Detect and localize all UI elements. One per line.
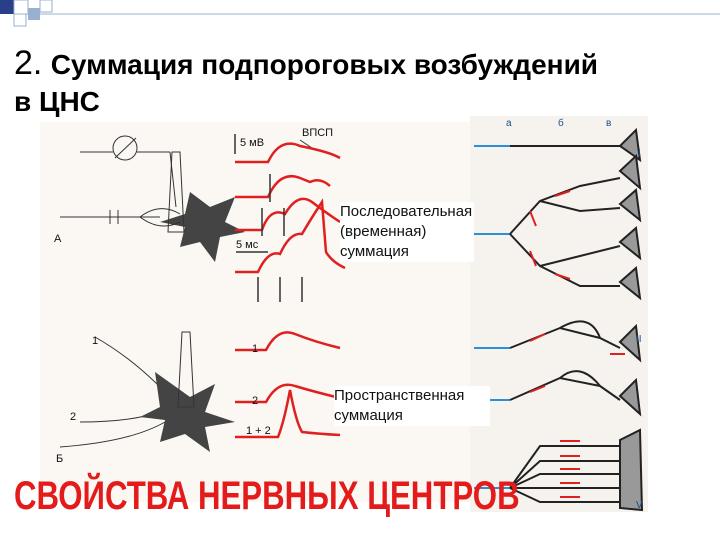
sequential-line3: суммация bbox=[340, 243, 409, 260]
col-a: а bbox=[506, 118, 512, 129]
corner-decoration bbox=[0, 0, 720, 27]
title-number: 2. bbox=[14, 44, 43, 82]
sequential-summation-label: Последовательная (временная) суммация bbox=[340, 202, 474, 262]
spatial-line2: суммация bbox=[334, 407, 403, 424]
col-b: б bbox=[558, 117, 564, 129]
col-c: в bbox=[606, 118, 611, 129]
sequential-line2: (временная) bbox=[340, 223, 427, 240]
title-text: Суммация подпороговых возбуждений bbox=[50, 49, 598, 80]
epsp-label: ВПСП bbox=[302, 127, 333, 139]
network-4 bbox=[474, 428, 644, 512]
scale-mv: 5 мВ bbox=[240, 137, 264, 149]
scale-ms: 5 мс bbox=[236, 239, 259, 251]
epsp-figure: А 1 2 Б 5 мВ ВПСП 5 мс 1 2 1 + 2 bbox=[40, 122, 480, 502]
stimulus-arrows-top bbox=[257, 174, 303, 302]
spatial-line1: Пространственная bbox=[334, 387, 465, 404]
spatial-summation-label: Пространственная суммация bbox=[334, 386, 490, 426]
row-2: II bbox=[636, 334, 642, 345]
network-2 bbox=[474, 153, 642, 301]
neuron-diagram-a: А bbox=[54, 135, 245, 262]
neuron-diagram-b: 1 2 Б bbox=[56, 331, 235, 465]
trace-num12: 1 + 2 bbox=[246, 425, 271, 437]
label-num2: 2 bbox=[70, 411, 76, 423]
spatial-traces bbox=[235, 331, 341, 439]
nerve-centers-banner: СВОЙСТВА НЕРВНЫХ ЦЕНТРОВ bbox=[14, 474, 520, 518]
label-a: А bbox=[54, 233, 62, 245]
network-1 bbox=[474, 127, 642, 163]
label-num1: 1 bbox=[92, 335, 98, 347]
slide-title-line2: в ЦНС bbox=[14, 86, 100, 117]
trace-num1: 1 bbox=[252, 343, 258, 355]
slide-title-line1: 2. Суммация подпороговых возбуждений bbox=[14, 44, 598, 83]
row-1: I bbox=[638, 148, 641, 159]
trace-num2: 2 bbox=[252, 395, 258, 407]
network-figure: а б в I II V bbox=[470, 116, 648, 512]
sequential-line1: Последовательная bbox=[340, 203, 473, 220]
sequential-traces bbox=[235, 142, 346, 274]
label-b: Б bbox=[56, 453, 63, 465]
row-4: V bbox=[636, 500, 643, 511]
